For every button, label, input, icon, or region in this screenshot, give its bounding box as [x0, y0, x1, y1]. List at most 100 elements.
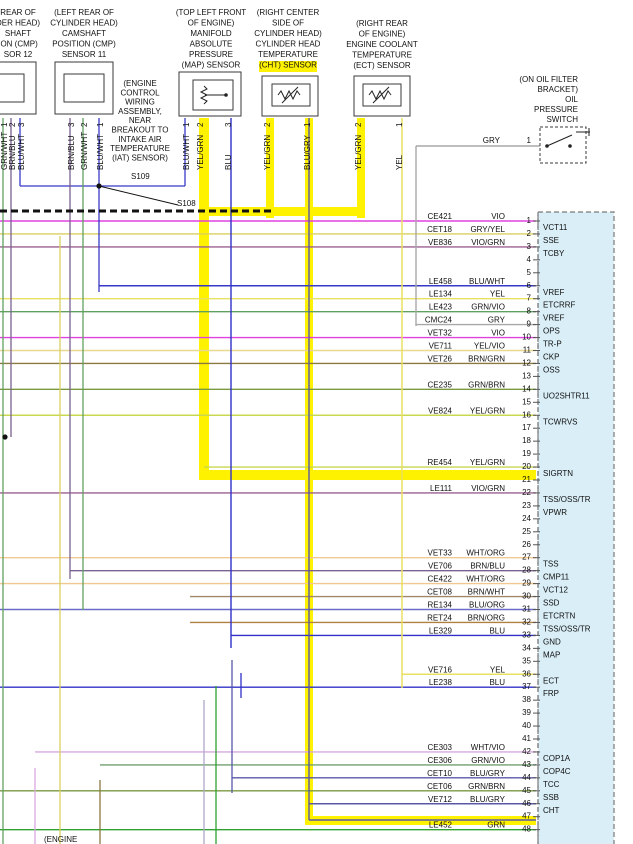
ops-label-line-2: OIL	[565, 95, 578, 104]
pin-wire-color-32: BRN/ORG	[468, 613, 505, 622]
pin-wire-color-37: BLU	[489, 678, 505, 687]
pin-circuit-code-14: CE235	[428, 380, 453, 389]
highlight-s108-bus	[204, 207, 365, 216]
s109-splice-dot	[96, 183, 102, 189]
pin-wire-color-7: YEL	[490, 290, 506, 299]
pin-wire-color-27: WHT/ORG	[466, 549, 505, 558]
pin-wire-color-42: WHT/VIO	[471, 743, 505, 752]
ops-label-line-0: (ON OIL FILTER	[519, 75, 578, 84]
pin-number-37: 37	[522, 682, 531, 691]
pin-function-11: CKP	[543, 353, 559, 362]
pin-function-31: ETCRTN	[543, 612, 576, 621]
pin-function-42: COP1A	[543, 754, 571, 763]
pin-function-45: SSB	[543, 793, 559, 802]
pin-circuit-code-30: CET08	[427, 588, 452, 597]
ect-label-line-4: (ECT) SENSOR	[353, 61, 411, 70]
pin-circuit-code-22: LE111	[430, 484, 452, 493]
map-label-line-2: MANIFOLD	[190, 29, 232, 38]
ect-label-line-3: TEMPERATURE	[352, 51, 412, 60]
ect-pin-num-0: 2	[354, 122, 363, 127]
pin-circuit-code-7: LE134	[429, 290, 453, 299]
iat-note-line-6: INTAKE AIR	[118, 135, 162, 144]
map-label-line-4: PRESSURE	[189, 50, 233, 59]
pin-number-19: 19	[522, 449, 531, 458]
cmp12-label-line-3: ION (CMP)	[0, 40, 38, 49]
map-label-line-5: (MAP) SENSOR	[182, 61, 241, 70]
cmp11-pin-num-1: 2	[80, 122, 89, 127]
pin-number-25: 25	[522, 527, 531, 536]
pin-wire-color-28: BRN/BLU	[470, 562, 505, 571]
cmp11-pin-num-2: 1	[96, 122, 105, 127]
pin-wire-color-20: YEL/GRN	[470, 458, 505, 467]
pin-function-23: VPWR	[543, 508, 567, 517]
pin-wire-color-6: BLU/WHT	[469, 277, 505, 286]
s108-branch	[98, 185, 179, 206]
map-pin-num-0: 1	[182, 122, 191, 127]
pin-number-33: 33	[522, 630, 531, 639]
cmp12-label-line-4: SOR 12	[4, 50, 33, 59]
highlight-sigrtn-run	[199, 470, 536, 480]
pin-circuit-code-11: VE711	[429, 342, 453, 351]
pin-number-45: 45	[522, 786, 531, 795]
pin-wire-color-44: BLU/GRY	[470, 769, 506, 778]
pin-circuit-code-45: CET06	[427, 782, 452, 791]
highlight-cht-label	[259, 61, 317, 72]
map-pin-color-2: BLU	[224, 154, 233, 170]
cmp12-label-line-0: REAR OF	[0, 8, 36, 17]
s108-label: S108	[177, 199, 196, 208]
pin-circuit-code-43: CE306	[428, 756, 453, 765]
cht-box	[261, 75, 319, 117]
pin-circuit-code-27: VET33	[428, 549, 453, 558]
sensor-boxes	[0, 61, 590, 164]
pin-function-22: TSS/OSS/TR	[543, 495, 591, 504]
pcm-connector-body	[537, 211, 615, 844]
pin-number-15: 15	[522, 397, 531, 406]
pin-number-18: 18	[522, 436, 531, 445]
engine-note-bottom: (ENGINE	[44, 835, 77, 844]
cht-label-line-3: CYLINDER HEAD	[256, 40, 321, 49]
pin-wire-color-10: VIO	[491, 329, 505, 338]
iat-note-line-3: ASSEMBLY,	[118, 107, 162, 116]
pin-function-12: OSS	[543, 365, 560, 374]
pin-function-28: CMP11	[543, 573, 570, 582]
pin-number-32: 32	[522, 617, 531, 626]
pin-number-6: 6	[527, 281, 532, 290]
map-pin-color-1: YEL/GRN	[196, 135, 205, 170]
cht-label-line-1: SIDE OF	[272, 19, 304, 28]
pin-circuit-code-3: VE836	[428, 238, 453, 247]
cht-label-line-2: CYLINDER HEAD)	[254, 29, 322, 38]
cht-label-line-4: TEMPERATURE	[258, 50, 318, 59]
cht-thermistor	[277, 89, 301, 101]
ops-pin-number: 1	[527, 136, 532, 145]
pin-number-3: 3	[527, 242, 532, 251]
cmp11-inner	[63, 73, 105, 103]
pin-number-5: 5	[527, 268, 532, 277]
cmp11-pin-color-0: BRN/BLU	[67, 135, 76, 170]
pin-function-20: SIGRTN	[543, 469, 573, 478]
pin-function-1: VCT11	[543, 223, 568, 232]
cmp11-pin-color-1: GRN/WHT	[80, 132, 89, 170]
cmp12-label-line-1: DER HEAD)	[0, 19, 40, 28]
pin-wire-color-16: YEL/GRN	[470, 406, 505, 415]
cmp12-pin-color-1: BRN/BLU	[8, 135, 17, 170]
ops-contact-b	[568, 144, 572, 148]
cmp11-label-line-0: (LEFT REAR OF	[54, 8, 114, 17]
map-wiper-dot	[224, 93, 228, 97]
ops-label-line-3: PRESSURE	[534, 105, 578, 114]
ect-pin-color-0: YEL/GRN	[354, 135, 363, 170]
ops-wire-color: GRY	[483, 136, 501, 145]
pin-wire-color-46: BLU/GRY	[470, 795, 506, 804]
pin-number-34: 34	[522, 643, 531, 652]
ect-arrow	[372, 86, 390, 104]
map-pin-num-1: 2	[196, 122, 205, 127]
pin-number-30: 30	[522, 592, 531, 601]
ect-inner	[362, 83, 402, 107]
pin-function-16: TCWRVS	[543, 417, 578, 426]
pin-number-43: 43	[522, 760, 531, 769]
pin-wire-color-33: BLU	[489, 626, 505, 635]
pin-wire-color-30: BRN/WHT	[468, 588, 505, 597]
iat-note-line-7: TEMPERATURE	[110, 144, 170, 153]
cht-label-line-5: (CHT) SENSOR	[259, 61, 317, 70]
pin-wire-color-8: GRN/VIO	[471, 303, 505, 312]
